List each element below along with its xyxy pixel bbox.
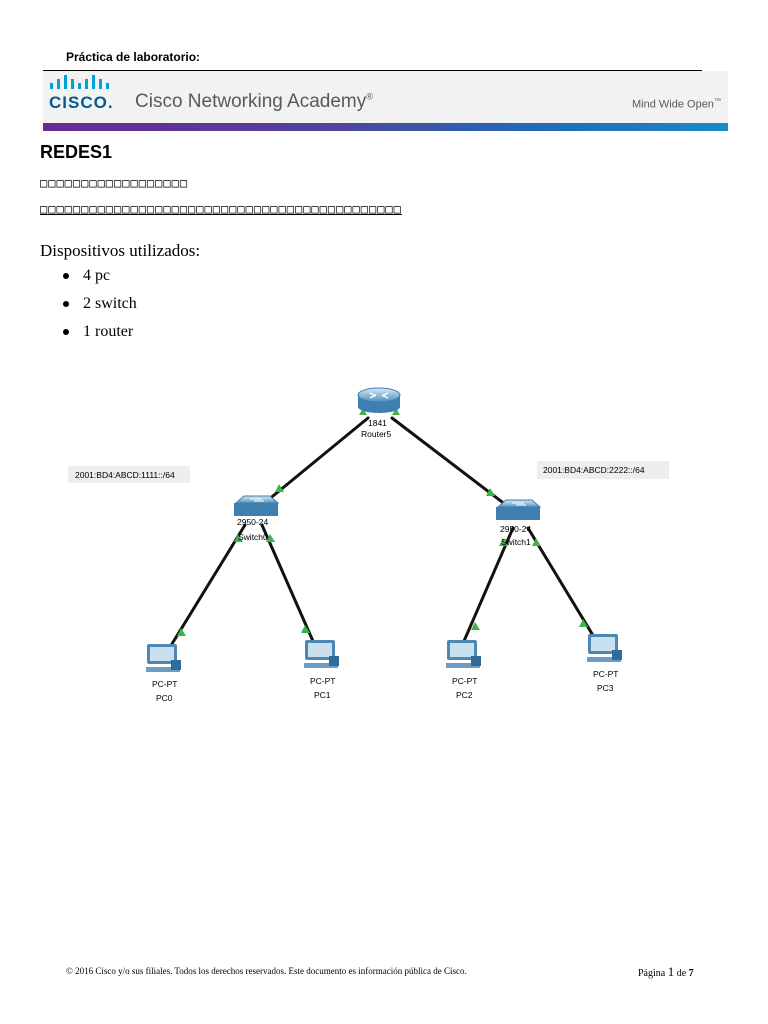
router-icon[interactable] xyxy=(357,387,401,413)
bullet-icon xyxy=(63,273,69,279)
header-rule xyxy=(43,70,702,71)
cisco-banner xyxy=(43,71,728,123)
network-links xyxy=(165,416,599,654)
switch1-name-label: Switch1 xyxy=(501,537,531,547)
bullet-icon xyxy=(63,301,69,307)
pc2-model-label: PC-PT xyxy=(452,676,478,686)
switch-icon[interactable] xyxy=(496,499,542,520)
garbled-text-line-1: □□□□□□□□□□□□□□□□□□ xyxy=(40,176,189,190)
pc-icon[interactable] xyxy=(146,644,181,672)
list-item: 2 switch xyxy=(40,290,137,318)
link-up-icon xyxy=(301,625,310,633)
pc-icon[interactable] xyxy=(587,634,622,662)
pc1-model-label: PC-PT xyxy=(310,676,336,686)
network-1-address: 2001:BD4:ABCD:1111::/64 xyxy=(75,470,175,480)
link-up-icon xyxy=(499,538,508,546)
link-up-icon xyxy=(275,484,284,492)
network-note-box xyxy=(537,461,669,479)
link-up-icon xyxy=(471,622,480,630)
cisco-wordmark: CISCO. xyxy=(49,93,114,112)
link-up-icon xyxy=(392,408,400,415)
pc0-name-label: PC0 xyxy=(156,693,173,703)
cisco-bridge-logo-icon xyxy=(50,75,109,89)
link-up-icon xyxy=(532,538,541,546)
pc0-model-label: PC-PT xyxy=(152,679,178,689)
pc3-model-label: PC-PT xyxy=(593,669,619,679)
pc1-name-label: PC1 xyxy=(314,690,331,700)
link-switch1-pc2 xyxy=(459,526,515,650)
link-up-icon xyxy=(234,534,243,542)
pc2-name-label: PC2 xyxy=(456,690,473,700)
link-up-icon xyxy=(579,619,588,627)
list-item: 4 pc xyxy=(40,262,137,290)
pc-icon[interactable] xyxy=(304,640,339,668)
link-up-icon xyxy=(266,534,275,542)
network-note-box xyxy=(68,466,190,483)
devices-list: 4 pc 2 switch 1 router xyxy=(40,262,137,346)
garbled-text-line-2: □□□□□□□□□□□□□□□□□□□□□□□□□□□□□□□□□□□□□□□□… xyxy=(40,202,402,216)
link-switch0-pc1 xyxy=(260,523,318,650)
pc-icon[interactable] xyxy=(446,640,481,668)
tagline: Mind Wide Open™ xyxy=(632,98,721,111)
switch0-name-label: Switch0 xyxy=(238,532,268,542)
switch0-model-label: 2950-24 xyxy=(237,517,268,527)
network-2-address: 2001:BD4:ABCD:2222::/64 xyxy=(543,465,645,475)
link-up-icon xyxy=(359,408,367,415)
router-name-label: Router5 xyxy=(361,429,392,439)
switch1-model-label: 2950-24 xyxy=(500,524,531,534)
pc3-name-label: PC3 xyxy=(597,683,614,693)
switch-icon[interactable] xyxy=(234,495,280,516)
page-indicator: Página 1 de 7 xyxy=(638,964,694,979)
router-model-label: 1841 xyxy=(368,418,387,428)
footer-copyright: © 2016 Cisco y/o sus filiales. Todos los… xyxy=(66,966,467,976)
document-title: REDES1 xyxy=(40,142,113,162)
link-status-indicators xyxy=(177,408,588,636)
lab-practice-label: Práctica de laboratorio: xyxy=(66,50,201,64)
header-gradient-bar xyxy=(43,123,728,131)
link-up-icon xyxy=(177,628,186,636)
list-item: 1 router xyxy=(40,318,137,346)
devices-heading: Dispositivos utilizados: xyxy=(40,241,201,260)
bullet-icon xyxy=(63,329,69,335)
link-up-icon xyxy=(486,488,495,496)
academy-name: Cisco Networking Academy® xyxy=(135,91,373,112)
